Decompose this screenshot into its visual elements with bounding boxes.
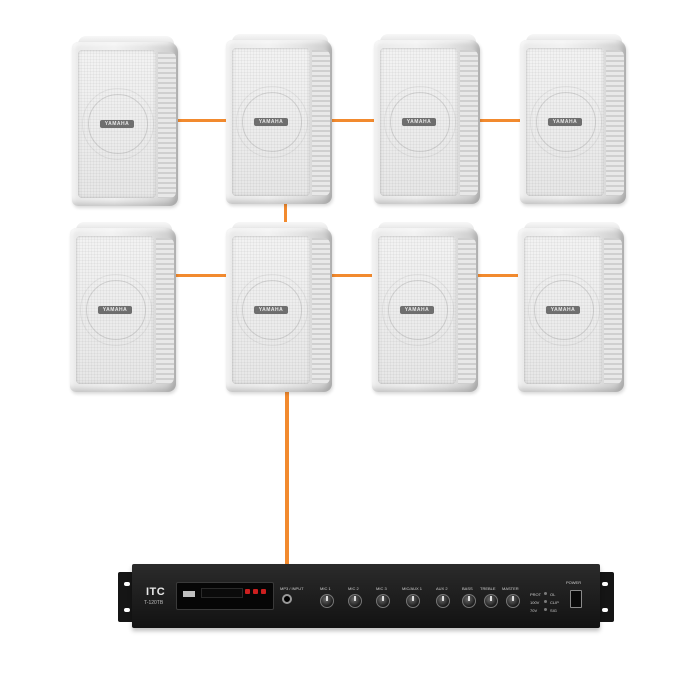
speaker: YAMAHA bbox=[518, 222, 624, 394]
rack-ear-left bbox=[118, 572, 136, 622]
label-power: POWER bbox=[566, 580, 582, 585]
indicator-clip: CLIP bbox=[550, 600, 559, 605]
wire-vertical-amp bbox=[285, 392, 289, 566]
wire-row1-3 bbox=[478, 119, 522, 122]
led-icon bbox=[544, 600, 547, 603]
speaker: YAMAHA bbox=[374, 34, 480, 206]
speaker: YAMAHA bbox=[372, 222, 478, 394]
speaker: YAMAHA bbox=[226, 222, 332, 394]
speaker-badge: YAMAHA bbox=[100, 120, 134, 128]
knob-aux2[interactable] bbox=[436, 594, 450, 608]
label-treble: TREBLE bbox=[480, 586, 496, 591]
label-mic1: MIC 1 bbox=[320, 586, 331, 591]
label-aux1: MIC/AUX 1 bbox=[402, 586, 423, 591]
knob-master[interactable] bbox=[506, 594, 520, 608]
knob-mic3[interactable] bbox=[376, 594, 390, 608]
mic-input-jack[interactable] bbox=[282, 594, 292, 604]
amplifier-model: T-120TB bbox=[144, 600, 164, 606]
label-bass: BASS bbox=[462, 586, 473, 591]
indicator-100v: 100V bbox=[530, 600, 540, 605]
speaker-badge: YAMAHA bbox=[548, 118, 582, 126]
label-aux2: AUX 2 bbox=[436, 586, 448, 591]
indicator-sig: SIG bbox=[550, 608, 557, 613]
speaker: YAMAHA bbox=[226, 34, 332, 206]
speaker-badge: YAMAHA bbox=[98, 306, 132, 314]
indicator-prot: PROT bbox=[530, 592, 542, 597]
speaker: YAMAHA bbox=[70, 222, 176, 394]
amplifier: ITC T-120TB MP3 / INPUT MIC 1 MIC 2 MIC … bbox=[118, 564, 614, 630]
usb-port[interactable] bbox=[183, 591, 195, 597]
power-switch[interactable] bbox=[570, 590, 582, 608]
speaker-badge: YAMAHA bbox=[400, 306, 434, 314]
mp3-button[interactable] bbox=[253, 589, 258, 594]
speaker-badge: YAMAHA bbox=[254, 306, 288, 314]
wire-row1-2 bbox=[330, 119, 378, 122]
wire-vertical-upper bbox=[284, 200, 287, 230]
indicator-ol: OL bbox=[550, 592, 556, 597]
speaker-badge: YAMAHA bbox=[254, 118, 288, 126]
label-mp3-input: MP3 / INPUT bbox=[280, 586, 304, 591]
knob-aux1[interactable] bbox=[406, 594, 420, 608]
label-master: MASTER bbox=[502, 586, 519, 591]
speaker-badge: YAMAHA bbox=[402, 118, 436, 126]
indicator-70v: 70V bbox=[530, 608, 538, 613]
led-icon bbox=[544, 592, 547, 595]
knob-treble[interactable] bbox=[484, 594, 498, 608]
mp3-button[interactable] bbox=[245, 589, 250, 594]
label-mic2: MIC 2 bbox=[348, 586, 359, 591]
knob-bass[interactable] bbox=[462, 594, 476, 608]
wire-row2-1 bbox=[176, 274, 230, 277]
knob-mic2[interactable] bbox=[348, 594, 362, 608]
mp3-display bbox=[201, 588, 243, 598]
amplifier-brand: ITC bbox=[146, 586, 166, 598]
mp3-player-panel bbox=[176, 582, 274, 610]
wire-row1-1 bbox=[178, 119, 230, 122]
mp3-button[interactable] bbox=[261, 589, 266, 594]
label-mic3: MIC 3 bbox=[376, 586, 387, 591]
amplifier-front-panel: ITC T-120TB MP3 / INPUT MIC 1 MIC 2 MIC … bbox=[132, 564, 600, 628]
wire-row2-2 bbox=[330, 274, 374, 277]
speaker-badge: YAMAHA bbox=[546, 306, 580, 314]
speaker: YAMAHA bbox=[72, 36, 178, 208]
led-icon bbox=[544, 608, 547, 611]
knob-mic1[interactable] bbox=[320, 594, 334, 608]
speaker: YAMAHA bbox=[520, 34, 626, 206]
wire-row2-3 bbox=[474, 274, 520, 277]
rack-ear-right bbox=[596, 572, 614, 622]
